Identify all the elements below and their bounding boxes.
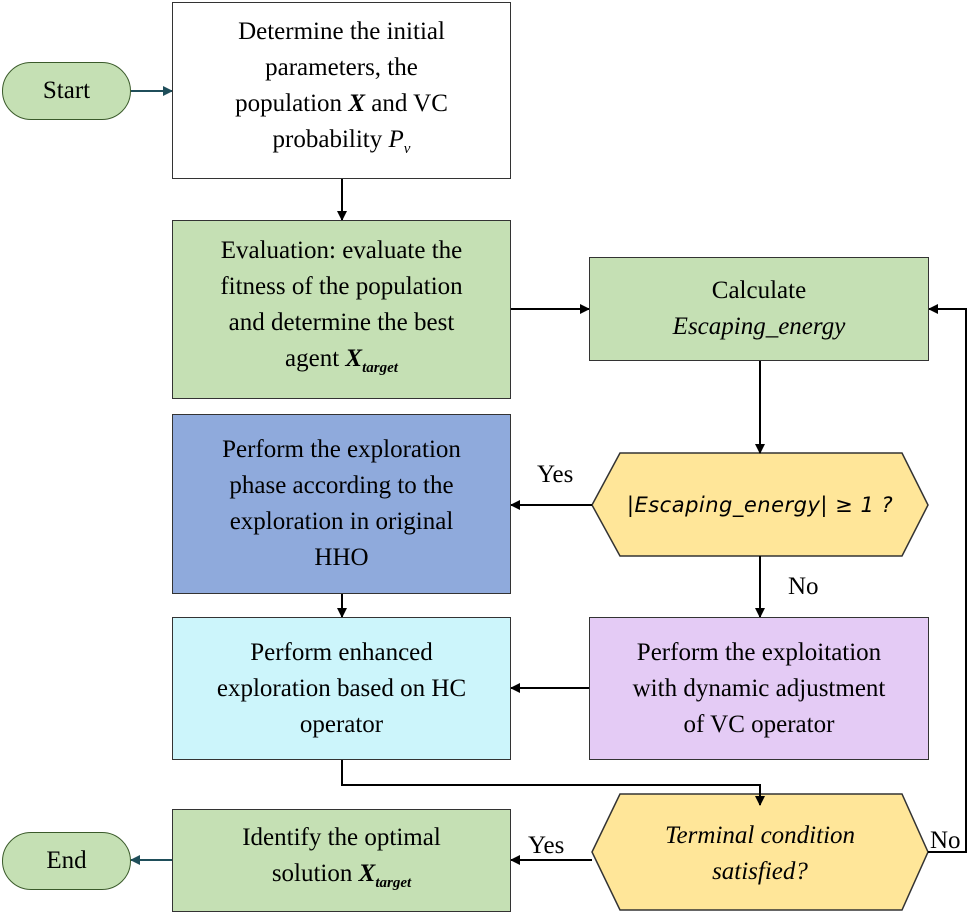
init-text: Determine the initial parameters, the po… (235, 18, 448, 157)
exploitation-text: Perform the exploitation with dynamic ad… (632, 638, 886, 738)
init-box: Determine the initial parameters, the po… (172, 2, 511, 179)
identify-box: Identify the optimal solution Xtarget (172, 809, 511, 912)
start-label: Start (42, 77, 91, 104)
decision-energy-label: |Escaping_energy| ≥ 1 ? (626, 492, 894, 517)
identify-text: Identify the optimal solution Xtarget (242, 824, 441, 891)
evaluation-text: Evaluation: evaluate the fitness of the … (220, 237, 463, 376)
decision-terminal-label: Terminal condition satisfied? (664, 822, 856, 885)
enhanced-box: Perform enhanced exploration based on HC… (172, 617, 511, 760)
exploitation-box: Perform the exploitation with dynamic ad… (589, 617, 929, 760)
decision-energy-node: |Escaping_energy| ≥ 1 ? (600, 453, 920, 556)
start-node: Start (2, 62, 131, 120)
decision-terminal-shape (591, 793, 929, 911)
calculate-text: Calculate Escaping_energy (672, 277, 846, 340)
evaluation-box: Evaluation: evaluate the fitness of the … (172, 220, 511, 399)
edge-label-no-energy: No (788, 573, 819, 600)
enhanced-text: Perform enhanced exploration based on HC… (216, 638, 467, 738)
exploration-box: Perform the exploration phase according … (172, 414, 511, 594)
exploration-text: Perform the exploration phase according … (222, 436, 461, 571)
decision-terminal-node: Terminal condition satisfied? (600, 800, 920, 908)
edge-label-no-terminal: No (930, 827, 961, 854)
calculate-box: Calculate Escaping_energy (589, 257, 929, 361)
end-node: End (2, 832, 131, 890)
edge-terminal-no-calculate (928, 304, 967, 853)
end-label: End (46, 847, 87, 874)
edge-label-yes-energy: Yes (537, 461, 574, 488)
edge-label-yes-terminal: Yes (528, 832, 565, 859)
edge-enhanced-terminal (341, 760, 765, 806)
